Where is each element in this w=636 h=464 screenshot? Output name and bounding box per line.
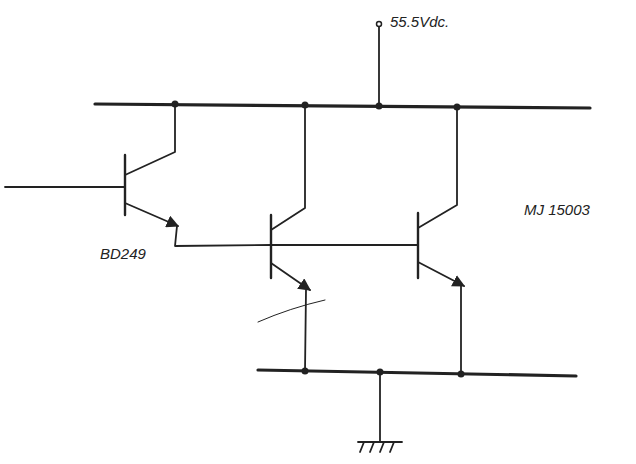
supply-wire xyxy=(378,27,380,105)
part-number: BD249 xyxy=(100,246,146,263)
supply-voltage: 55.5Vdc. xyxy=(390,14,449,31)
ground-rail xyxy=(258,370,576,376)
transistor-mj15003-1 xyxy=(271,105,310,371)
base-wire xyxy=(271,244,418,246)
supply-terminal xyxy=(377,22,382,27)
pencil-mark xyxy=(258,300,325,322)
transistor-mj15003-2 xyxy=(418,107,464,374)
supply-rail xyxy=(95,104,590,108)
ground-symbol xyxy=(358,372,402,452)
junction-dots xyxy=(172,101,465,378)
part-number: MJ 15003 xyxy=(524,202,590,219)
transistor-bd249 xyxy=(5,104,271,246)
